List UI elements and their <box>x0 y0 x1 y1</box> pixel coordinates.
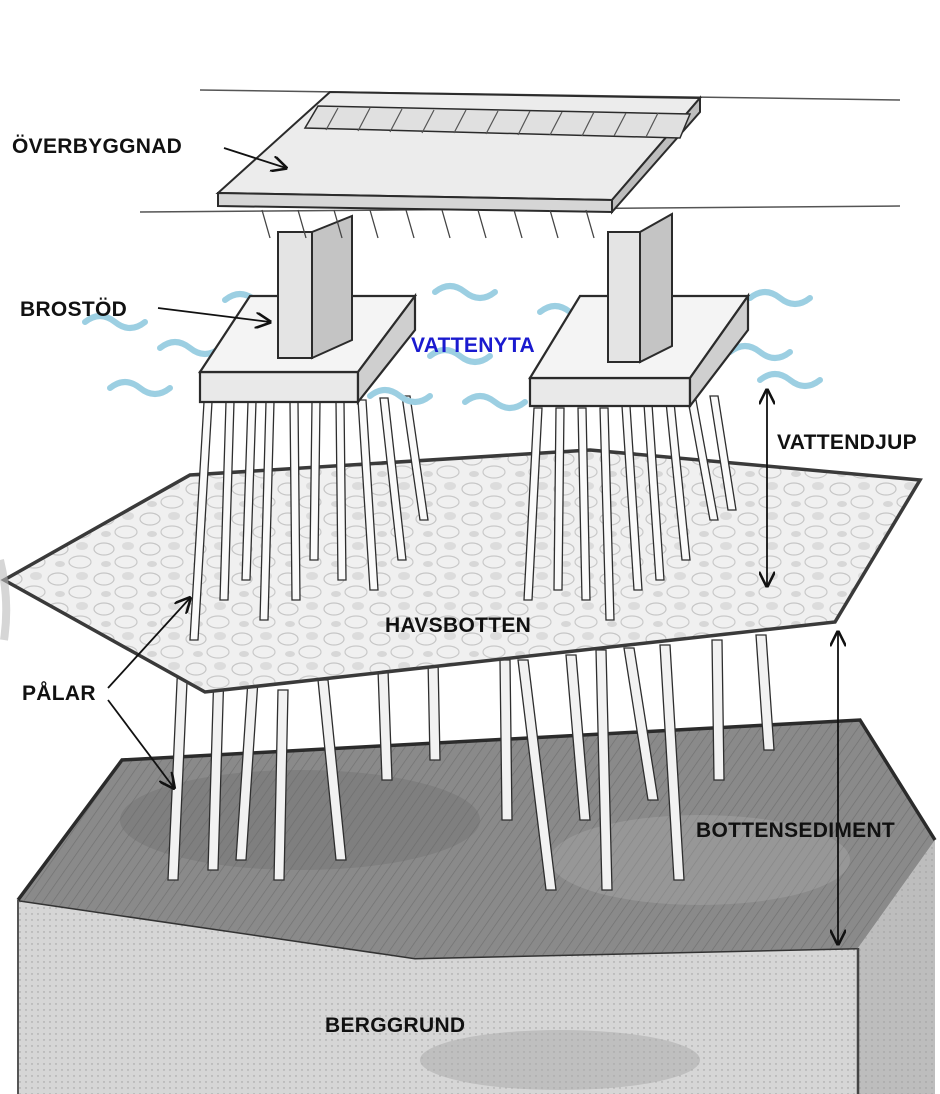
piles-label: PÅLAR <box>22 682 96 705</box>
bridge-deck <box>139 89 901 239</box>
bedrock-block <box>17 840 935 1094</box>
piles-pointer-arrow-lower <box>107 699 174 788</box>
superstructure-pointer-arrow <box>223 147 286 168</box>
piles-pointer-arrow-upper <box>107 598 190 689</box>
seabed-label: HAVSBOTTEN <box>385 614 532 637</box>
pier-label: BROSTÖD <box>20 298 128 321</box>
water-depth-label: VATTENDJUP <box>777 431 917 454</box>
piles-upper <box>189 395 737 641</box>
annotation-arrows <box>107 147 838 944</box>
pier-columns <box>277 212 673 364</box>
deck-rail-sleepers <box>325 107 659 138</box>
water-surface-label: VATTENYTA <box>411 334 536 357</box>
deck-girders <box>261 209 595 239</box>
pier-cap-right <box>528 292 751 410</box>
sediment-label: BOTTENSEDIMENT <box>696 819 896 842</box>
seabed-plate <box>0 448 923 694</box>
bedrock-label: BERGGRUND <box>325 1014 466 1037</box>
pier-pointer-arrow <box>157 307 270 322</box>
superstructure-label: ÖVERBYGGNAD <box>12 135 183 158</box>
